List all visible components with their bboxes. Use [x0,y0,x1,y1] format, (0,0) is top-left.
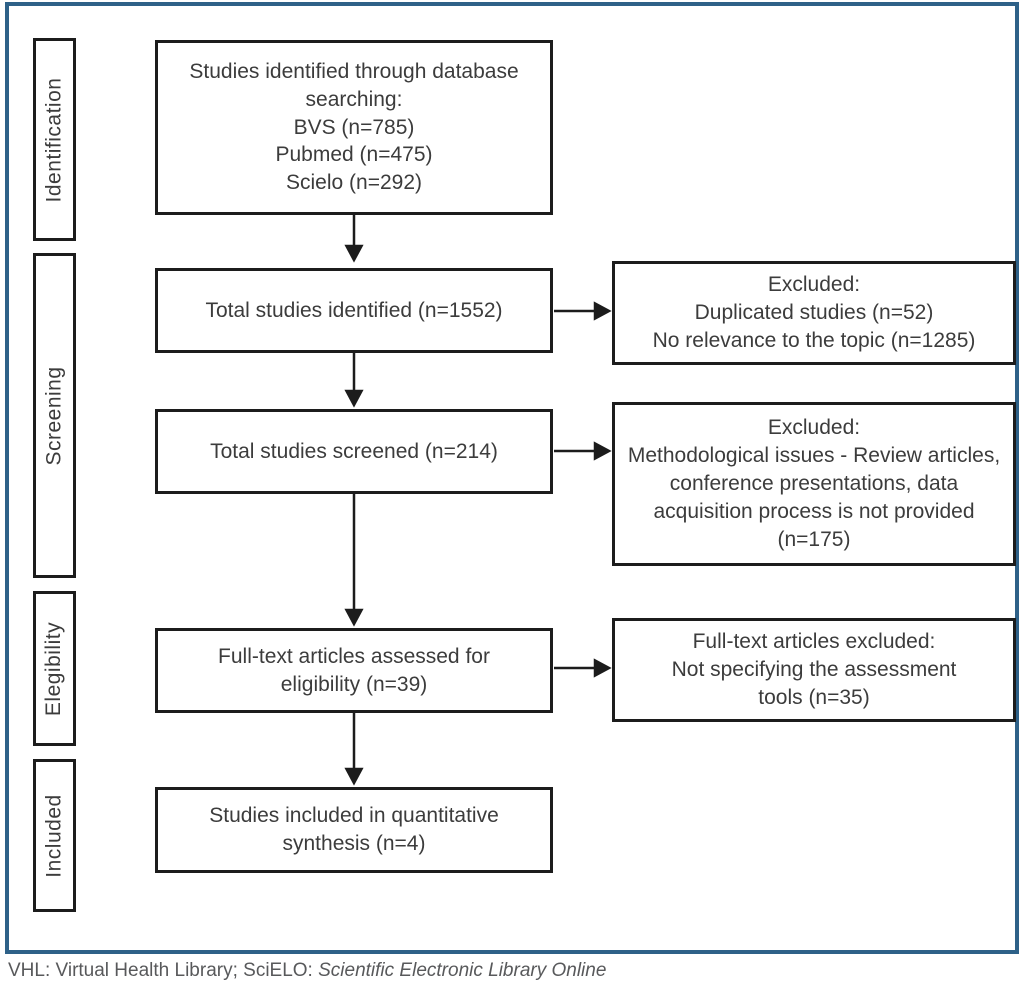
caption-normal-text: VHL: Virtual Health Library; SciELO: [8,960,319,981]
box-excluded-methodological: Excluded: Methodological issues - Review… [612,402,1016,566]
abbreviation-caption: VHL: Virtual Health Library; SciELO: Sci… [8,960,606,982]
box-total-studies-screened: Total studies screened (n=214) [155,409,553,494]
stage-screening: Screening [33,253,76,578]
box-total-studies-identified: Total studies identified (n=1552) [155,268,553,353]
box-excluded-duplicates: Excluded: Duplicated studies (n=52) No r… [612,261,1016,365]
box-studies-identified-sources: Studies identified through database sear… [155,40,553,215]
caption-italic-text: Scientific Electronic Library Online [318,960,607,981]
stage-screening-label: Screening [42,365,66,466]
stage-identification-label: Identification [42,77,66,202]
stage-elegibility: Elegibility [33,591,76,746]
box-studies-included-synthesis: Studies included in quantitative synthes… [155,787,553,873]
stage-elegibility-label: Elegibility [42,621,66,716]
stage-included-label: Included [42,793,66,878]
stage-identification: Identification [33,38,76,241]
box-excluded-fulltext: Full-text articles excluded: Not specify… [612,618,1016,722]
stage-included: Included [33,759,76,912]
box-fulltext-articles-assessed: Full-text articles assessed for eligibil… [155,628,553,713]
